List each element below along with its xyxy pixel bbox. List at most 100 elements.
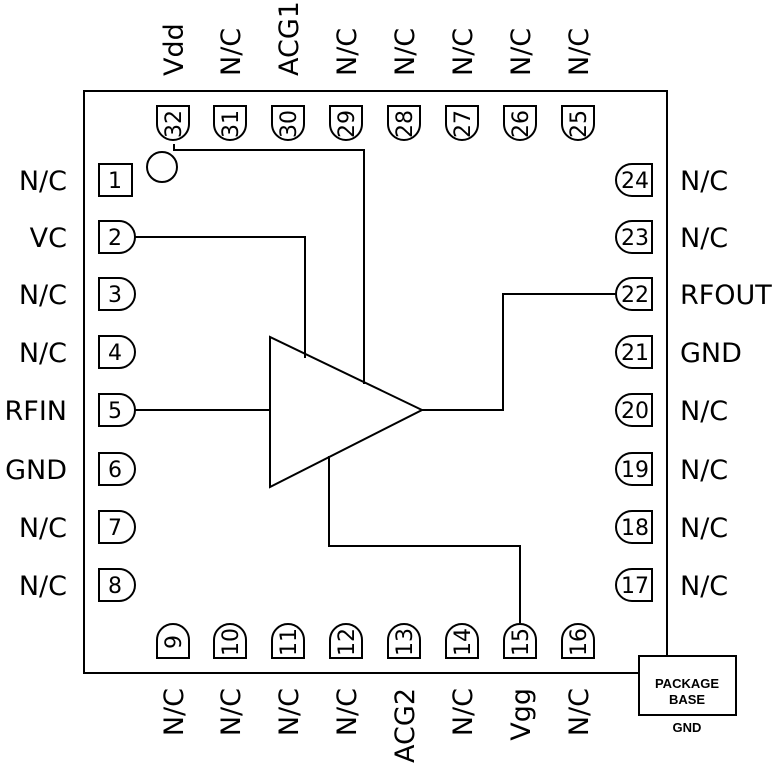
pin-number: 27: [451, 110, 476, 138]
pin-pad: [213, 623, 247, 659]
pin-pad: [615, 452, 653, 486]
pin-pad: [98, 568, 136, 602]
pin-label-left: N/C: [19, 166, 67, 197]
pin-number: 25: [567, 110, 592, 138]
pin-pad: [98, 393, 136, 427]
pin-number: 4: [108, 341, 122, 366]
pin-pad: [387, 623, 421, 659]
pin-label-right: N/C: [680, 223, 728, 254]
package-body: [83, 90, 668, 674]
pin-label-right: GND: [680, 338, 742, 369]
pin-18: 18: [615, 510, 653, 544]
pin-number: 5: [108, 399, 122, 424]
pin-number: 6: [108, 458, 122, 483]
pin-15: 15: [503, 623, 537, 659]
pin-21: 21: [615, 335, 653, 369]
pin-1: 1: [98, 163, 133, 197]
pin-label-right: N/C: [680, 455, 728, 486]
pin-number: 9: [162, 635, 187, 649]
pin-label-left: GND: [5, 455, 67, 486]
pin-pad: [561, 105, 595, 141]
pin-label-bottom: ACG2: [390, 688, 421, 763]
pin-label-left: N/C: [19, 571, 67, 602]
pin-5: 5: [98, 393, 136, 427]
pin-pad: [615, 220, 653, 254]
pin-number: 8: [108, 574, 122, 599]
pin-number: 14: [451, 628, 476, 656]
pin-number: 19: [621, 458, 649, 483]
pin-13: 13: [387, 623, 421, 659]
pin-label-top: N/C: [390, 28, 421, 76]
pin-25: 25: [561, 105, 595, 141]
pin-number: 21: [621, 341, 649, 366]
pin-pad: [98, 510, 136, 544]
pin-label-top: N/C: [564, 28, 595, 76]
pin-number: 7: [108, 516, 122, 541]
pin-label-top: ACG1: [274, 1, 305, 76]
pin-number: 32: [162, 110, 187, 138]
pin-label-bottom: N/C: [216, 688, 247, 736]
pin-8: 8: [98, 568, 136, 602]
pin-label-top: N/C: [448, 28, 479, 76]
pin-number: 24: [621, 169, 649, 194]
pin-number: 29: [335, 110, 360, 138]
pin-label-right: N/C: [680, 571, 728, 602]
pin-27: 27: [445, 105, 479, 141]
package-base-gnd: GND: [673, 720, 702, 735]
pin-pad: [615, 510, 653, 544]
pin-14: 14: [445, 623, 479, 659]
pin-12: 12: [329, 623, 363, 659]
package-base-line1: PACKAGE: [655, 676, 719, 691]
pin-label-bottom: N/C: [564, 688, 595, 736]
pin-pad: [271, 105, 305, 141]
pin-number: 17: [621, 574, 649, 599]
pin-pad: [98, 335, 136, 369]
pin-pad: [445, 623, 479, 659]
pin-label-right: RFOUT: [680, 280, 772, 311]
pin-labels: N/C VC N/C N/C RFIN GND N/C N/C N/C N/C N/C N/C GND R…: [5, 1, 773, 763]
pin-number: 18: [621, 516, 649, 541]
pin-number: 2: [108, 226, 122, 251]
pin-pad: [329, 105, 363, 141]
pin-11: 11: [271, 623, 305, 659]
pin-16: 16: [561, 623, 595, 659]
pin-24: 24: [615, 163, 653, 197]
pin-pad: [615, 393, 653, 427]
pin-label-left: VC: [30, 223, 67, 254]
pin-number: 28: [393, 110, 418, 138]
pin-number: 13: [393, 628, 418, 656]
pin-label-top: N/C: [216, 28, 247, 76]
pin-26: 26: [503, 105, 537, 141]
pin-28: 28: [387, 105, 421, 141]
package-base-line2: BASE: [669, 692, 705, 707]
pin-number: 20: [621, 399, 649, 424]
pin1-marker: [146, 151, 178, 183]
pin-label-left: RFIN: [5, 396, 67, 427]
pin-3: 3: [98, 277, 136, 311]
pin-22: 22: [615, 277, 653, 311]
pin-number: 12: [335, 628, 360, 656]
pin-pad: [98, 452, 136, 486]
pin-label-bottom: N/C: [274, 688, 305, 736]
pin-pad: [387, 105, 421, 141]
pin-30: 30: [271, 105, 305, 141]
package-base-box: [638, 655, 737, 716]
pin-pad: [615, 163, 653, 197]
amplifier-symbol: [269, 335, 425, 489]
pin-number: 22: [621, 283, 649, 308]
pin-label-bottom: N/C: [159, 688, 190, 736]
pin-7: 7: [98, 510, 136, 544]
pin-pad: [213, 105, 247, 141]
pin-number: 16: [567, 628, 592, 656]
pin-23: 23: [615, 220, 653, 254]
pin-label-top: Vdd: [159, 23, 190, 76]
package-base: PACKAGE BASE GND: [638, 655, 737, 735]
pin-9: 9: [156, 623, 190, 659]
pin-6: 6: [98, 452, 136, 486]
pin-label-bottom: N/C: [332, 688, 363, 736]
pin-label-left: N/C: [19, 513, 67, 544]
wire-vdd: [173, 144, 365, 384]
pin-pad: [98, 163, 133, 197]
pin-pad: [98, 277, 136, 311]
